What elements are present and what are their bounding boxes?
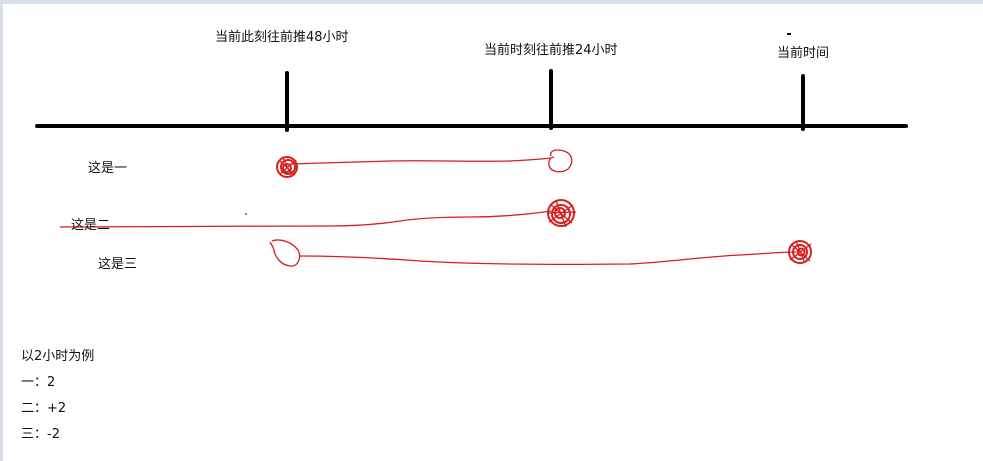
case-label-2: 这是二: [71, 218, 111, 233]
window-left-border: [0, 0, 3, 461]
case-label-1: 这是一: [88, 161, 128, 176]
case-2-end-dot: [546, 199, 577, 228]
note-line-2: 二：+2: [21, 401, 67, 416]
note-title: 以2小时为例: [21, 349, 95, 364]
case-1-end-open-dot: [548, 149, 573, 173]
case-label-3: 这是三: [98, 257, 138, 272]
label-48h-ago: 当前此刻往前推48小时: [215, 30, 349, 45]
case-3-start-open-dot: [269, 239, 301, 267]
case-3-line: [298, 251, 797, 266]
note-line-3: 三：-2: [21, 427, 60, 442]
window-top-border: [0, 0, 983, 4]
case-3-end-dot: [788, 240, 812, 264]
label-24h-ago: 当前时刻往前推24小时: [484, 43, 618, 58]
note-line-1: 一：2: [21, 375, 56, 390]
case-1-range: [276, 149, 573, 178]
case-3-range: [269, 239, 812, 267]
label-now: 当前时间: [777, 46, 830, 61]
case-1-start-dot: [276, 156, 298, 178]
case-2-range: [59, 199, 577, 228]
case-2-line: [59, 210, 552, 228]
case-1-line: [289, 157, 552, 165]
stray-mark: [245, 213, 247, 215]
